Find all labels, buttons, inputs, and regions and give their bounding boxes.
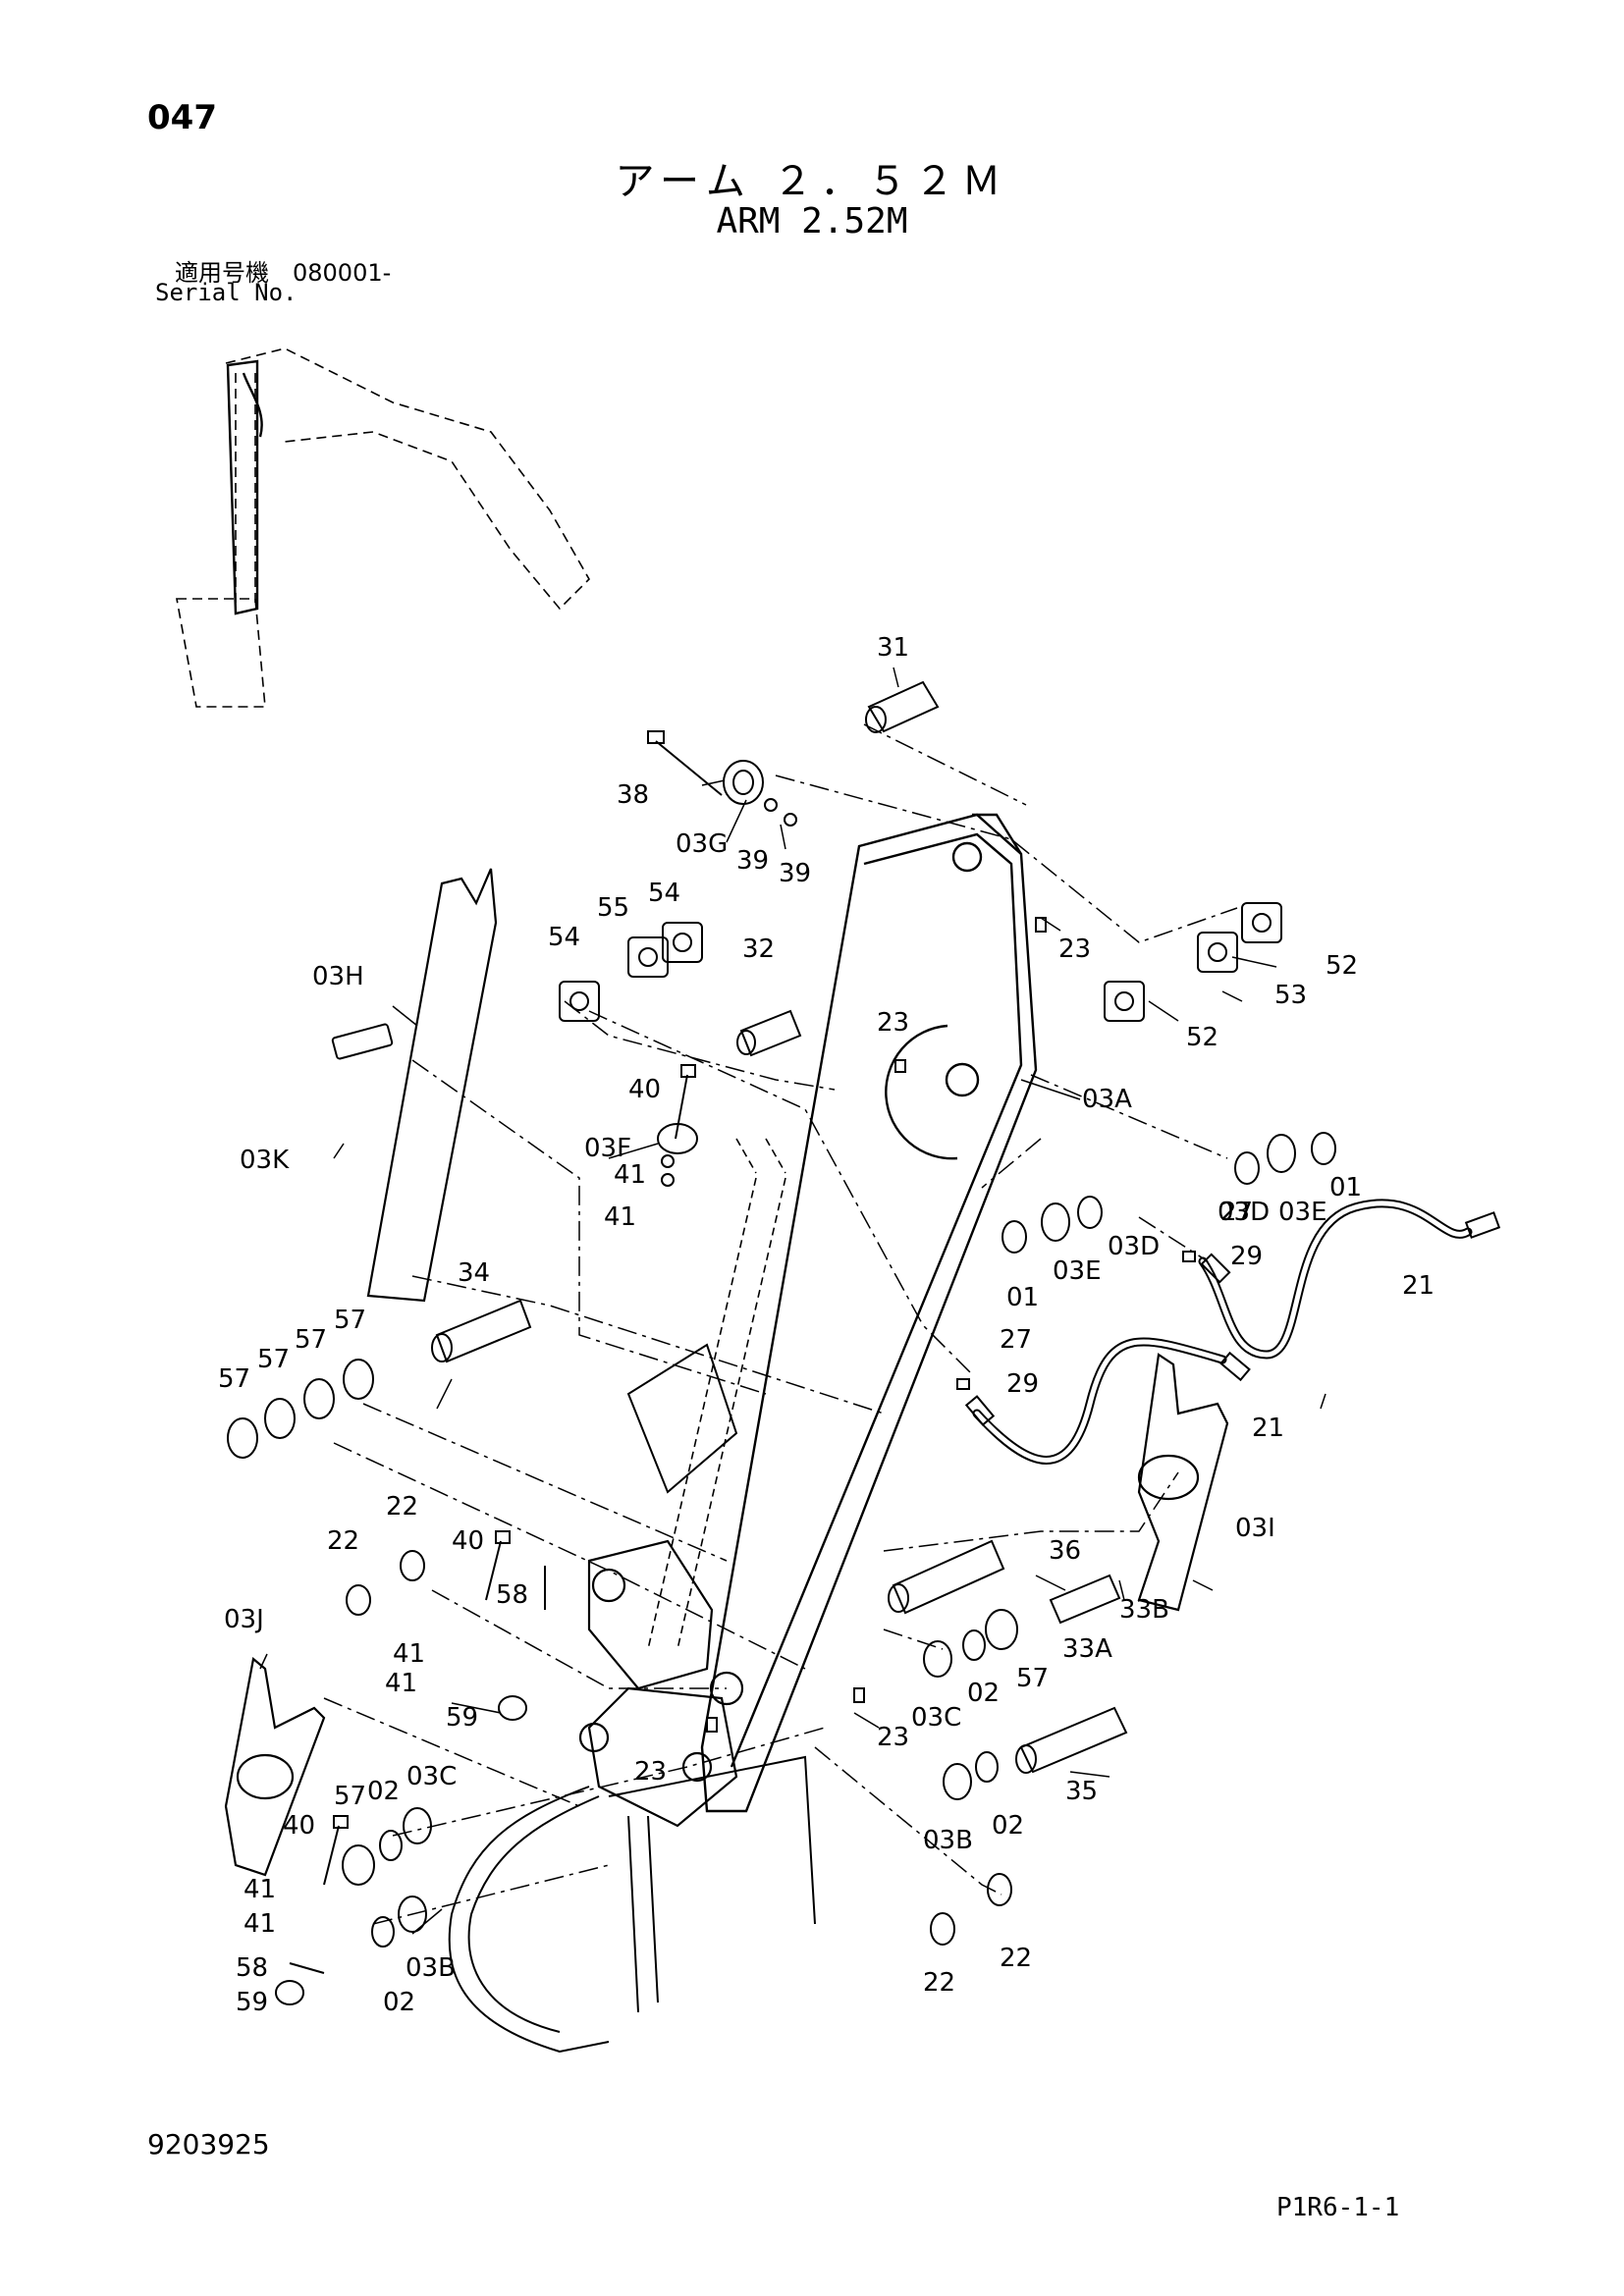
callout-label: 03F [584,1134,631,1163]
hoses [972,1199,1473,1465]
callout-label: 03J [224,1605,264,1634]
callout-label: 23 [877,1723,909,1752]
serial-label-english: Serial No. [155,279,298,306]
page-code: P1R6-1-1 [1276,2193,1400,2222]
page-number: 047 [147,98,217,137]
page-title-japanese: アーム ２．５２Ｍ [615,159,1009,204]
callout-label: 27 [1220,1198,1253,1227]
callout-label: 39 [736,846,769,876]
callout-label: 41 [385,1669,417,1698]
callout-label: 58 [496,1580,528,1610]
side-plate-03I [1137,1353,1229,1612]
callout-label: 22 [327,1526,359,1556]
callout-label: 40 [628,1075,661,1104]
callout-label: 02 [383,1988,415,2017]
callout-label: 55 [597,893,629,923]
callout-label: 03G [676,829,728,859]
link-assembly [578,1539,744,1828]
callout-label: 41 [604,1202,636,1232]
callout-label: 23 [634,1757,667,1787]
callout-label: 57 [218,1364,250,1394]
callout-label: 03D [1108,1232,1160,1261]
callout-label: 34 [458,1258,490,1288]
callout-label: 59 [446,1703,478,1733]
callout-label: 29 [1006,1369,1039,1399]
callout-label: 22 [1000,1944,1032,1973]
callout-label: 57 [1016,1664,1049,1693]
callout-label: 57 [334,1306,366,1335]
bolts [289,730,723,1974]
callout-label: 02 [367,1777,400,1806]
callout-label: 32 [742,934,775,964]
callout-label: 33A [1062,1634,1112,1664]
pins [431,680,1128,1774]
callout-label: 29 [1230,1242,1263,1271]
callout-label: 52 [1186,1023,1218,1052]
leader-lines [259,667,1326,1935]
callout-label: 21 [1252,1414,1284,1443]
callout-label: 54 [548,923,580,952]
callout-label: 38 [617,780,649,810]
callout-label: 40 [452,1526,484,1556]
callout-label: 03D [1218,1198,1270,1227]
callout-label: 58 [236,1953,268,1983]
callout-label: 39 [779,859,811,888]
serial-label-japanese: 適用号機 080001- [175,259,392,287]
callout-label: 03I [1235,1514,1275,1543]
callout-label: 57 [257,1345,290,1374]
callout-label: 41 [244,1909,276,1939]
callout-label: 57 [295,1325,327,1355]
callout-label: 23 [877,1008,909,1038]
document-number: 9203925 [147,2128,270,2161]
callout-label: 03E [1278,1198,1327,1227]
shims [559,902,1282,1022]
callout-label: 41 [244,1875,276,1904]
callout-label: 27 [1000,1325,1032,1355]
callout-label: 03K [240,1146,290,1175]
overview-thumbnail [176,347,590,708]
arm-body [700,813,1038,1813]
callout-label: 53 [1274,981,1307,1010]
grease-fittings [706,917,1196,1733]
callout-label: 01 [1329,1173,1362,1202]
callout-label: 33B [1119,1595,1169,1625]
callout-label: 31 [877,633,909,663]
callout-label: 54 [648,879,680,908]
callout-label: 57 [334,1782,366,1811]
side-plate-03H [366,868,498,1303]
callout-label: 59 [236,1988,268,2017]
bucket-outline [448,1755,816,2054]
callout-label: 23 [1058,934,1091,964]
callout-label: 03A [1082,1085,1132,1114]
callout-label: 41 [393,1639,425,1669]
callout-label: 03C [406,1762,457,1791]
callout-label: 03E [1053,1256,1102,1286]
callout-label: 03B [406,1953,456,1983]
callout-label: 03B [923,1826,973,1855]
callout-label: 03H [312,962,364,991]
alignment-lines [323,723,1238,1925]
callout-label: 41 [614,1160,646,1190]
callout-label: 36 [1049,1536,1081,1566]
callout-label: 02 [967,1679,1000,1708]
washers-rings [227,760,1336,2005]
side-plate-03J [224,1656,326,1877]
callout-label: 21 [1402,1271,1435,1301]
callout-labels: 31 38 03G 39 39 23 52 53 52 03H 55 54 54… [218,633,1435,2017]
callout-label: 22 [923,1968,955,1998]
page-title-english: ARM 2.52M [716,201,908,241]
callout-label: 52 [1326,951,1358,981]
callout-label: 03C [911,1703,961,1733]
callout-label: 40 [283,1811,315,1841]
block-03K [331,1023,394,1060]
callout-label: 22 [386,1492,418,1522]
callout-label: 01 [1006,1283,1039,1312]
boom-cylinder [647,1138,786,1650]
callout-label: 35 [1065,1777,1098,1806]
callout-label: 02 [992,1811,1024,1841]
